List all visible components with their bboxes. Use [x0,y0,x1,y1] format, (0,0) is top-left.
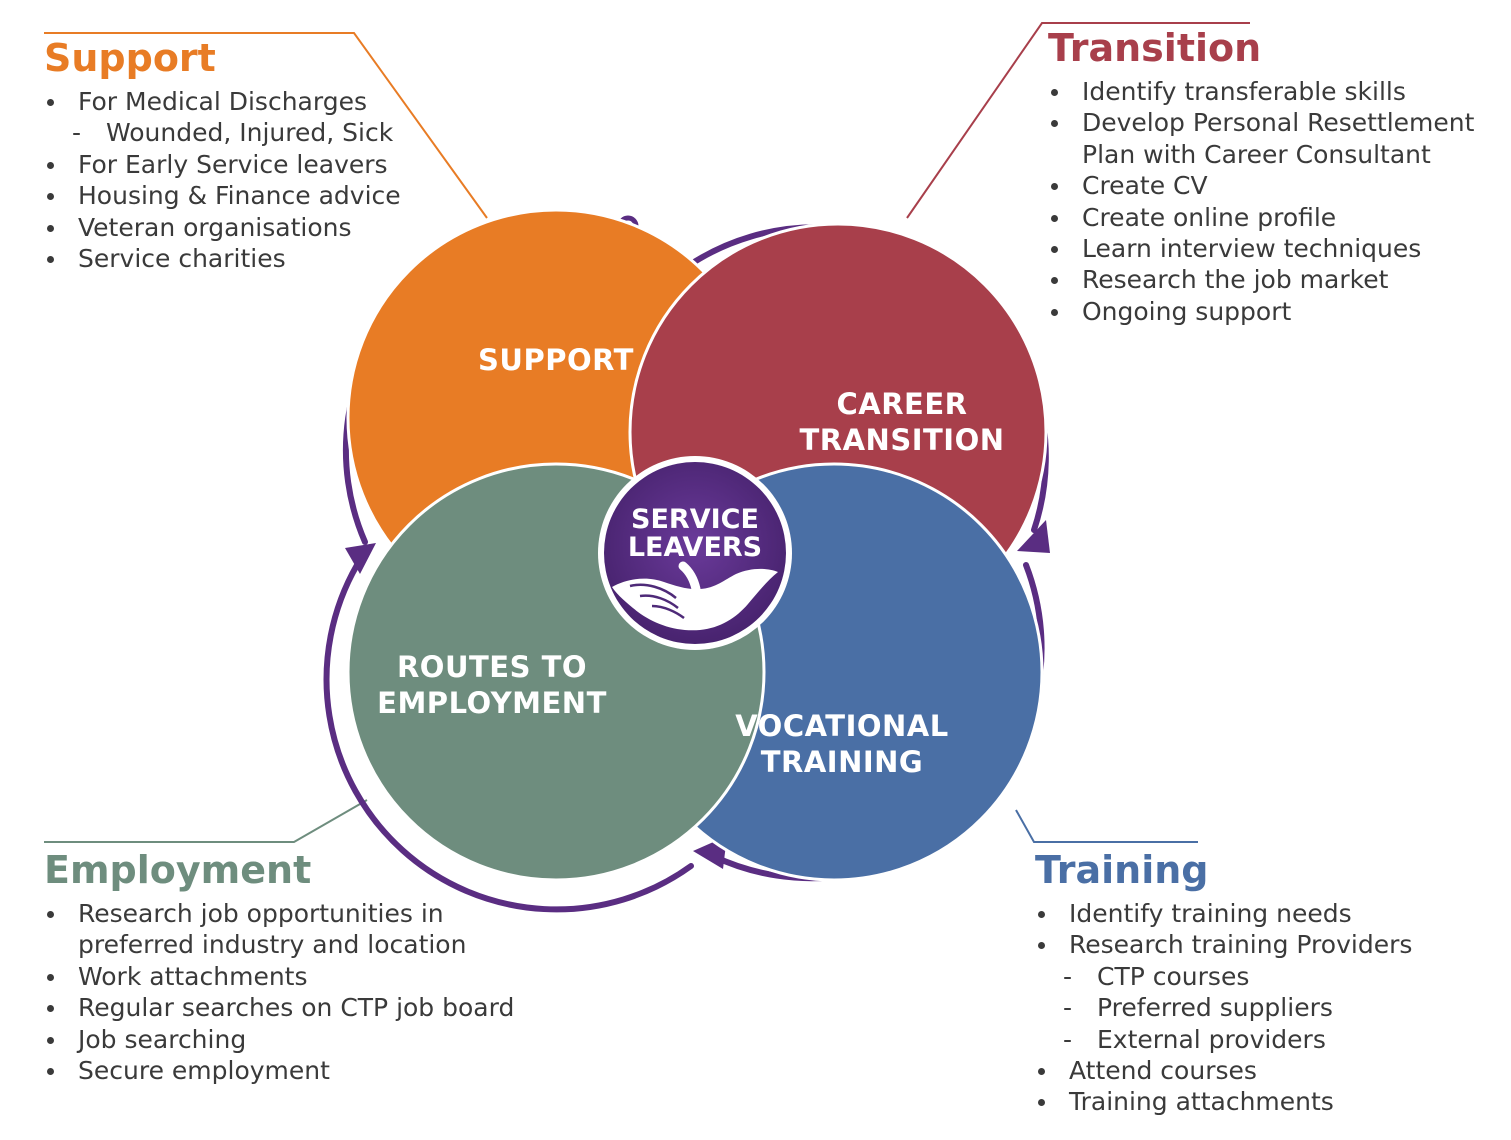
list-item: For Early Service leavers [44,149,401,180]
employment-label-line1: ROUTES TO [397,650,587,684]
transition-title: Transition [1048,26,1262,70]
list-item: Research the job market [1048,264,1474,295]
list-item: Learn interview techniques [1048,233,1474,264]
career-label-line1: CAREER [836,387,967,421]
list-item-continuation: preferred industry and location [78,930,467,960]
list-item: Research training Providers [1035,929,1412,960]
employment-leader-line [44,799,368,843]
list-item: Job searching [44,1024,514,1055]
list-item: Secure employment [44,1055,514,1086]
transition-list: Identify transferable skills Develop Per… [1048,76,1474,327]
employment-label-line2: EMPLOYMENT [377,686,607,720]
transition-panel: Transition Identify transferable skills … [1048,26,1474,327]
career-label-line2: TRANSITION [800,423,1005,457]
list-item: For Medical Discharges [44,86,401,117]
list-item: Identify transferable skills [1048,76,1474,107]
support-circle-label: SUPPORT [478,343,634,377]
list-subitem: CTP courses [1035,961,1412,993]
cycle-arrow-employment [345,543,376,574]
transition-leader-line [906,22,1250,219]
list-item: Training attachments [1035,1086,1412,1117]
training-panel: Training Identify training needs Researc… [1035,848,1412,1118]
support-leader-line [44,32,488,219]
list-item: Regular searches on CTP job board [44,992,514,1023]
training-label-line2: TRAINING [761,745,923,779]
center-label-line1: SERVICE [631,504,759,535]
list-item: Create CV [1048,170,1474,201]
cycle-arrow-transition [1017,520,1050,553]
list-subitem: External providers [1035,1024,1412,1056]
list-item: Identify training needs [1035,898,1412,929]
list-subitem: Wounded, Injured, Sick [44,117,401,149]
list-item: Research job opportunities in [44,898,514,929]
support-panel: Support For Medical Discharges Wounded, … [44,36,401,274]
training-list: Identify training needs Research trainin… [1035,898,1412,1118]
list-item: Service charities [44,243,401,274]
cycle-arc-employment [323,562,694,913]
list-item: Attend courses [1035,1055,1412,1086]
list-item: Veteran organisations [44,212,401,243]
list-item-continuation: Plan with Career Consultant [1082,139,1431,169]
support-title: Support [44,36,216,80]
training-leader-line [1015,809,1198,843]
list-item: Housing & Finance advice [44,180,401,211]
list-item: Create online profile [1048,202,1474,233]
employment-title: Employment [44,848,312,892]
employment-list: Research job opportunities in preferred … [44,898,514,1086]
training-label-line1: VOCATIONAL [735,709,948,743]
support-list: For Medical Discharges Wounded, Injured,… [44,86,401,274]
center-label-line2: LEAVERS [628,532,762,563]
open-hand-icon [612,561,778,631]
employment-panel: Employment Research job opportunities in… [44,848,514,1086]
training-title: Training [1035,848,1209,892]
list-item: Develop Personal Resettlement [1048,107,1474,138]
list-item: Work attachments [44,961,514,992]
list-subitem: Preferred suppliers [1035,992,1412,1024]
list-item: Ongoing support [1048,296,1474,327]
